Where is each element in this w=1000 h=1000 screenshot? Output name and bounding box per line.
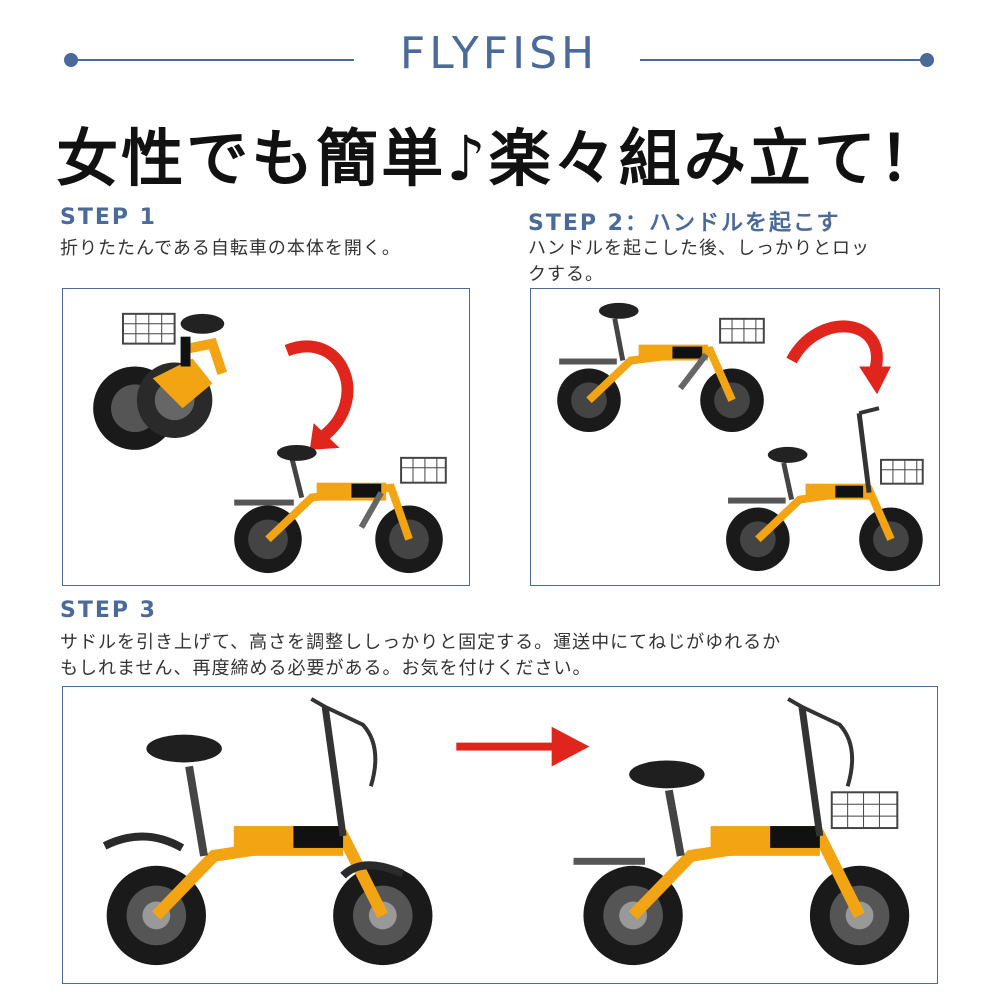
step3-image-panel — [62, 686, 938, 984]
folded-bike-image — [93, 312, 228, 450]
step2-illustration — [557, 302, 924, 572]
brand-dot-left — [64, 53, 78, 67]
step1-image-panel — [62, 288, 470, 586]
brand-line-left — [74, 59, 354, 61]
step2-title: STEP 2：ハンドルを起こす — [528, 211, 841, 236]
step3-text-line2: もしれません、再度締める必要がある。お気を付けください。 — [60, 658, 592, 679]
red-arrow-icon — [284, 340, 354, 450]
step3-text-line1: サドルを引き上げて、高さを調整ししっかりと固定する。運送中にてねじがゆれるか — [60, 632, 782, 653]
step3-title: STEP 3 — [60, 598, 157, 623]
folded-handle-bike-image — [557, 302, 765, 433]
step2-text-line2: クする。 — [528, 264, 604, 285]
brand-line-right — [640, 59, 926, 61]
headline: 女性でも簡単♪楽々組み立て！ — [56, 122, 944, 195]
step1-text: 折りたたんである自転車の本体を開く。 — [60, 238, 401, 259]
step1-illustration — [93, 312, 447, 574]
red-arrow-icon — [456, 726, 590, 767]
unfolded-handle-bike-image — [726, 406, 924, 572]
step2-image-panel — [530, 288, 940, 586]
bike-before-image — [102, 697, 433, 966]
brand-dot-right — [920, 53, 934, 67]
brand-header: FLYFISH — [0, 28, 1000, 92]
unfolded-bike-image — [234, 444, 447, 574]
red-arrow-icon — [786, 320, 891, 395]
step1-title: STEP 1 — [60, 205, 157, 230]
brand-name: FLYFISH — [399, 28, 599, 79]
bike-after-image — [573, 697, 910, 966]
step2-text-line1: ハンドルを起こした後、しっかりとロッ — [528, 238, 870, 259]
step3-illustration — [102, 697, 910, 966]
